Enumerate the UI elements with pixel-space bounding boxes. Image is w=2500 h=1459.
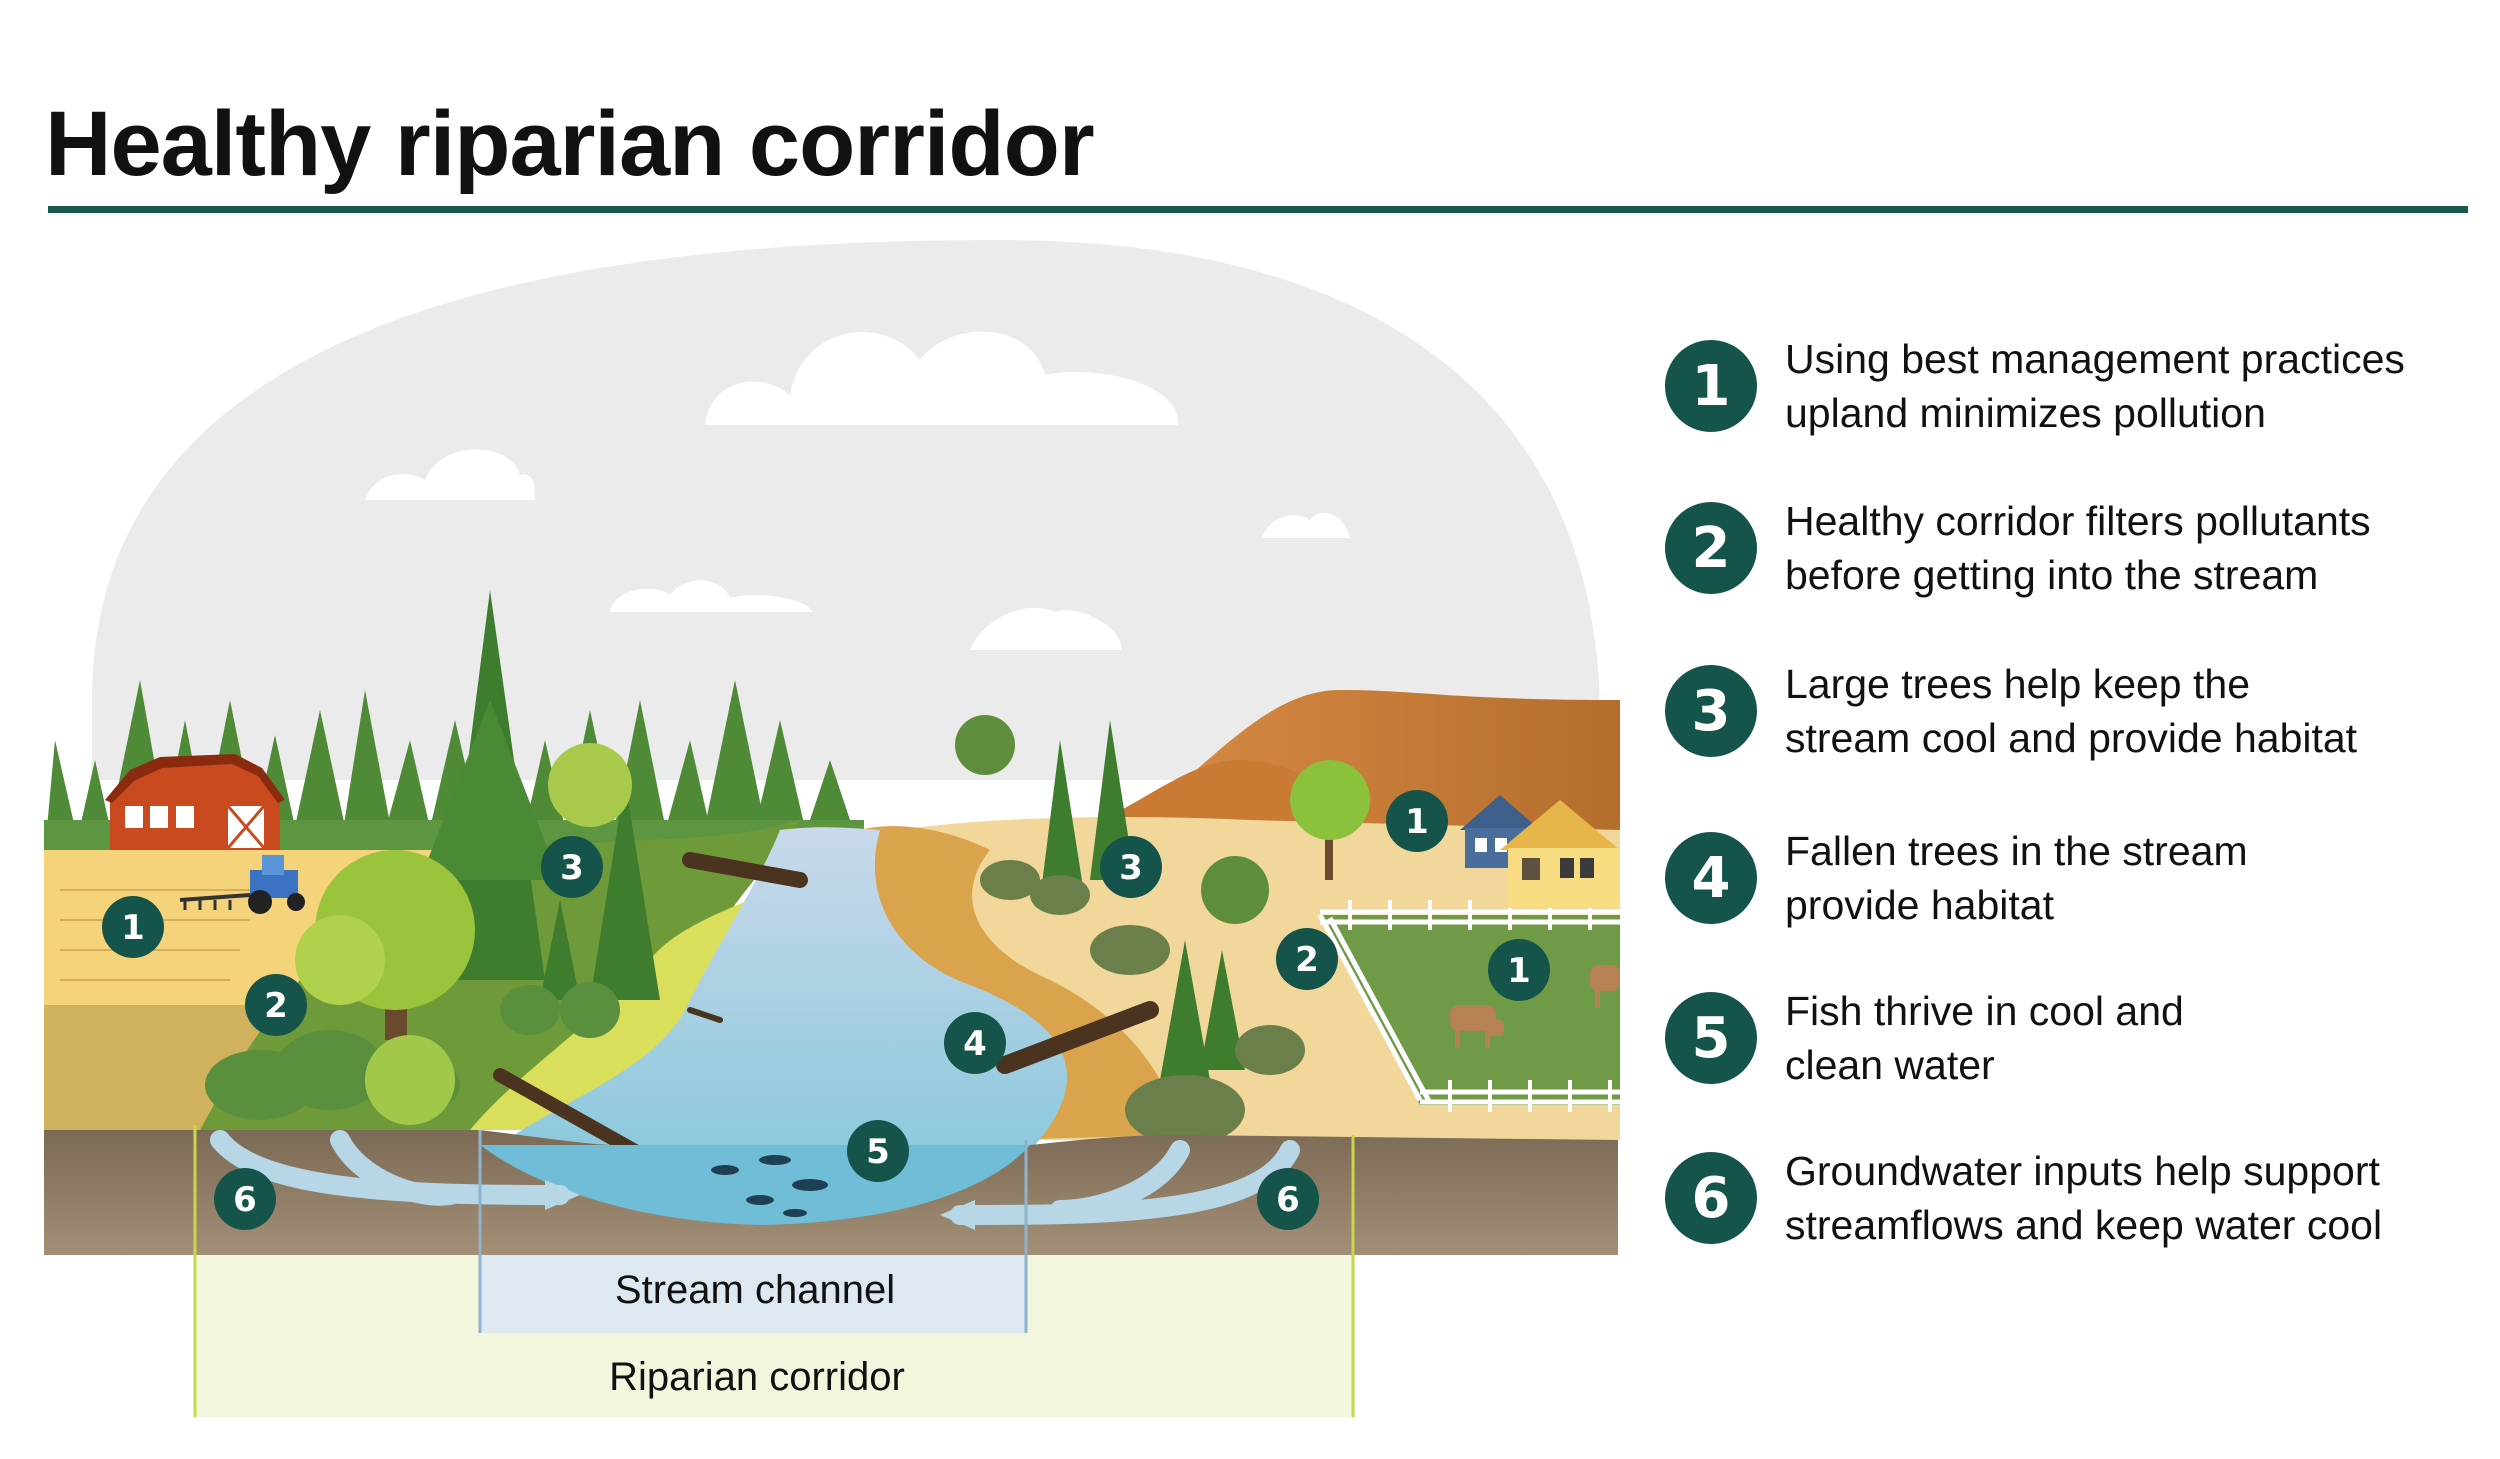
- left-bank: [470, 880, 790, 1130]
- scene-badge: 5: [847, 1120, 909, 1182]
- legend-badge: 5: [1665, 992, 1757, 1084]
- svg-text:1: 1: [1507, 951, 1531, 991]
- fish-icon: [711, 1155, 828, 1217]
- scene-badge: 1: [1386, 790, 1448, 852]
- svg-text:4: 4: [963, 1024, 987, 1064]
- scene-badge: 2: [245, 974, 307, 1036]
- legend-text: Fallen trees in the stream provide habit…: [1785, 828, 2248, 928]
- legend-item: 4 Fallen trees in the stream provide hab…: [1665, 828, 2485, 942]
- groundwater-arrow-icon: [210, 1130, 1300, 1225]
- stream: [500, 827, 1068, 1145]
- title-rule: [48, 206, 2468, 213]
- legend-item: 6 Groundwater inputs help support stream…: [1665, 1148, 2485, 1262]
- barn-icon: [105, 754, 285, 850]
- svg-text:1: 1: [1405, 802, 1429, 842]
- scene-badge: 1: [102, 896, 164, 958]
- legend-badge: 2: [1665, 502, 1757, 594]
- riparian-scene: Stream channel Riparian corridor 1 2 3 6…: [44, 240, 1620, 1417]
- scene-badge: 6: [1257, 1168, 1319, 1230]
- scene-badge: 3: [541, 836, 603, 898]
- cloud-icon: [365, 331, 1350, 650]
- sky-background: [92, 240, 1600, 780]
- svg-text:5: 5: [866, 1132, 890, 1172]
- legend-item: 3 Large trees help keep the stream cool …: [1665, 661, 2485, 775]
- legend-text: Large trees help keep the stream cool an…: [1785, 661, 2358, 761]
- legend-badge: 6: [1665, 1152, 1757, 1244]
- legend-badge: 4: [1665, 832, 1757, 924]
- svg-text:6: 6: [1276, 1180, 1300, 1220]
- svg-text:6: 6: [233, 1180, 257, 1220]
- scene-badge: 3: [1100, 836, 1162, 898]
- legend-item: 5 Fish thrive in cool and clean water: [1665, 988, 2485, 1102]
- svg-text:1: 1: [121, 908, 145, 948]
- legend-text: Using best management practices upland m…: [1785, 336, 2405, 436]
- deciduous-tree-icon: [295, 715, 1370, 1040]
- svg-text:2: 2: [1295, 940, 1319, 980]
- legend-text: Healthy corridor filters pollutants befo…: [1785, 498, 2371, 598]
- svg-text:3: 3: [1119, 848, 1143, 888]
- svg-text:2: 2: [264, 986, 288, 1026]
- scene-badge: 1: [1488, 939, 1550, 1001]
- shrub-icon: [205, 860, 1305, 1145]
- house-icon: [1460, 795, 1620, 908]
- riparian-corridor-label: Riparian corridor: [609, 1355, 905, 1399]
- stream-channel-band: [480, 1255, 1026, 1333]
- page-title: Healthy riparian corridor: [45, 93, 1095, 195]
- legend-item: 2 Healthy corridor filters pollutants be…: [1665, 498, 2485, 612]
- legend-badge: 3: [1665, 665, 1757, 757]
- scene-badge: 6: [214, 1168, 276, 1230]
- legend-text: Fish thrive in cool and clean water: [1785, 988, 2184, 1088]
- cow-icon: [1450, 965, 1620, 1048]
- legend-badge: 1: [1665, 340, 1757, 432]
- scene-badge: 4: [944, 1012, 1006, 1074]
- tractor-icon: [179, 855, 305, 914]
- stream-channel-label: Stream channel: [615, 1268, 895, 1312]
- svg-text:3: 3: [560, 848, 584, 888]
- legend-text: Groundwater inputs help support streamfl…: [1785, 1148, 2383, 1248]
- legend-item: 1 Using best management practices upland…: [1665, 336, 2485, 450]
- scene-badge: 2: [1276, 928, 1338, 990]
- right-bank: [860, 826, 1180, 1140]
